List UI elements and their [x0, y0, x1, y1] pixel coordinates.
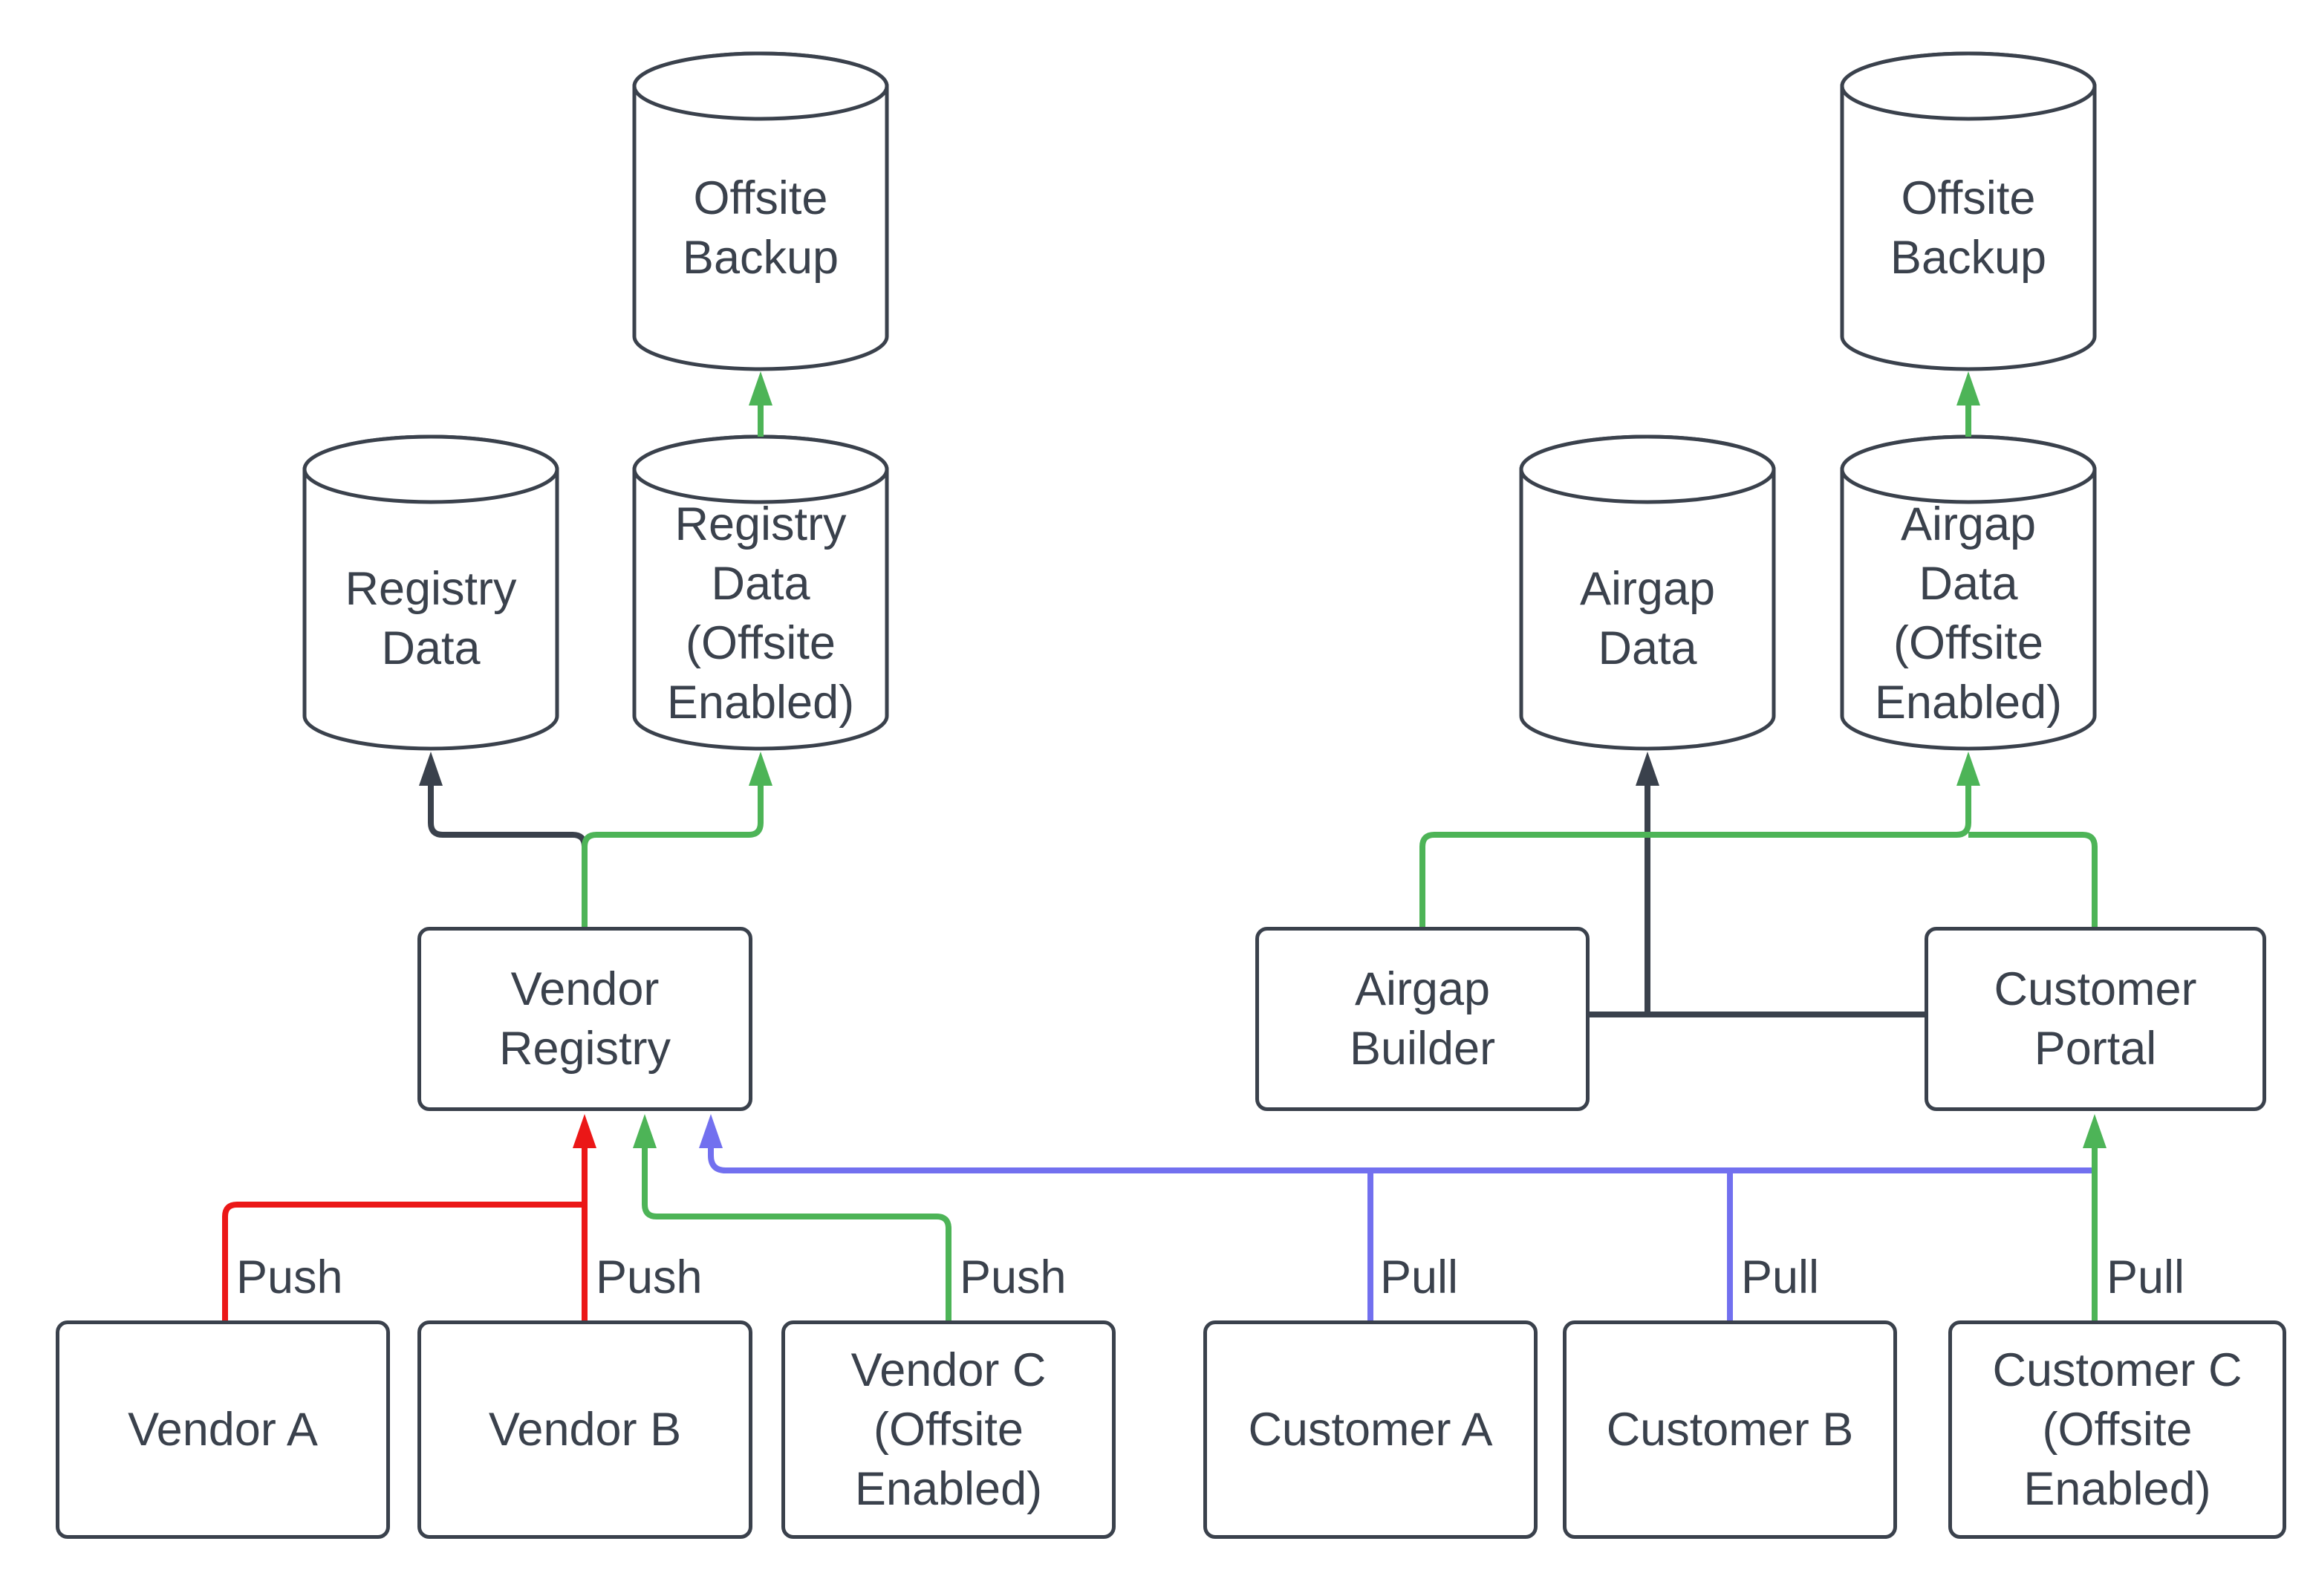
label-line: Customer — [1994, 963, 2197, 1015]
edge-vendor-registry-to-registry-data — [428, 783, 588, 927]
arrowhead-registry-data — [419, 752, 443, 786]
label-line: Backup — [682, 232, 839, 284]
edge-label-push-vendor-c: Push — [960, 1251, 1067, 1303]
node-registry-data-offsite-label: Registry Data (Offsite Enabled) — [634, 437, 887, 749]
label-line: Airgap — [1354, 963, 1491, 1015]
edge-vendor-registry-to-registry-data-offsite — [582, 783, 764, 927]
edge-label-pull-customer-b: Pull — [1741, 1251, 1820, 1303]
label-line: Vendor B — [488, 1404, 682, 1456]
label-line: Registry — [345, 563, 517, 615]
arrowhead-pull-blue — [699, 1114, 723, 1148]
node-vendor-c: Vendor C (Offsite Enabled) — [781, 1320, 1116, 1539]
node-vendor-a: Vendor A — [56, 1320, 390, 1539]
arrowhead-push-red — [573, 1114, 596, 1148]
label-line: Enabled) — [2023, 1463, 2211, 1515]
arrowhead-airgap-data — [1636, 752, 1659, 786]
edge-label-push-vendor-a: Push — [236, 1251, 343, 1303]
label-line: Enabled) — [854, 1463, 1043, 1515]
arrowhead-airgap-data-offsite — [1956, 752, 1980, 786]
arrowhead-registry-data-offsite — [749, 752, 772, 786]
label-line: Portal — [2034, 1023, 2157, 1075]
label-line: Offsite — [693, 172, 828, 224]
label-line: Enabled) — [666, 676, 855, 729]
label-line: Enabled) — [1874, 676, 2063, 729]
label-line: Offsite — [1901, 172, 2036, 224]
node-offsite-backup-left-label: Offsite Backup — [634, 53, 887, 369]
label-line: Customer A — [1248, 1404, 1493, 1456]
label-line: (Offsite — [2042, 1404, 2193, 1456]
node-airgap-data-label: Airgap Data — [1521, 437, 1774, 749]
label-line: Data — [381, 622, 481, 674]
node-customer-a: Customer A — [1203, 1320, 1538, 1539]
label-line: Registry — [674, 498, 847, 550]
label-line: (Offsite — [874, 1404, 1024, 1456]
label-line: Data — [1598, 622, 1697, 674]
node-customer-b: Customer B — [1563, 1320, 1897, 1539]
edge-label-push-vendor-b: Push — [596, 1251, 703, 1303]
node-customer-c: Customer C (Offsite Enabled) — [1948, 1320, 2286, 1539]
label-line: Vendor A — [128, 1404, 318, 1456]
label-line: Customer C — [1992, 1344, 2242, 1396]
arrowhead-pull-green — [2083, 1114, 2107, 1148]
label-line: Vendor — [510, 963, 660, 1015]
node-airgap-builder: Airgap Builder — [1255, 927, 1590, 1111]
edge-portal-to-airgap-offsite — [1968, 832, 2098, 927]
node-customer-portal: Customer Portal — [1925, 927, 2266, 1111]
label-line: Data — [711, 557, 810, 610]
label-line: Airgap — [1579, 563, 1716, 615]
node-airgap-data-offsite-label: Airgap Data (Offsite Enabled) — [1842, 437, 2095, 749]
node-vendor-registry: Vendor Registry — [417, 927, 752, 1111]
edge-pull-trunk — [708, 1148, 2095, 1173]
label-line: Builder — [1349, 1023, 1496, 1075]
edge-label-pull-customer-a: Pull — [1380, 1251, 1459, 1303]
arrowhead-offsite-backup-left — [749, 371, 772, 405]
label-line: Vendor C — [850, 1344, 1047, 1396]
label-line: Customer B — [1606, 1404, 1854, 1456]
node-offsite-backup-right-label: Offsite Backup — [1842, 53, 2095, 369]
edge-label-pull-customer-c: Pull — [2107, 1251, 2185, 1303]
label-line: Airgap — [1900, 498, 2037, 550]
arrowhead-offsite-backup-right — [1956, 371, 1980, 405]
edge-builder-to-airgap-offsite — [1419, 783, 1971, 927]
label-line: Registry — [498, 1023, 671, 1075]
label-line: Backup — [1890, 232, 2047, 284]
arrowhead-push-green — [633, 1114, 657, 1148]
label-line: (Offsite — [686, 616, 836, 669]
label-line: (Offsite — [1893, 616, 2043, 669]
label-line: Data — [1919, 557, 2018, 610]
node-vendor-b: Vendor B — [417, 1320, 752, 1539]
node-registry-data-label: Registry Data — [305, 437, 557, 749]
